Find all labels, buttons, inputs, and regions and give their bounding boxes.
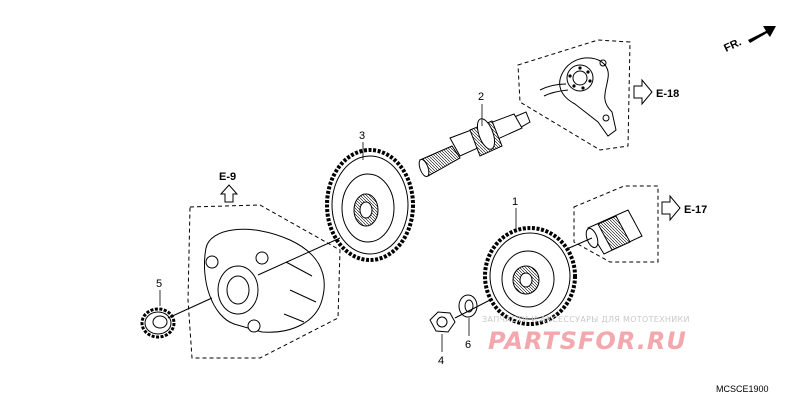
front-marker-label: FR. <box>722 36 743 54</box>
housing-shaft-line <box>257 237 341 276</box>
callout-part-6[interactable]: 6 <box>465 339 471 351</box>
ref-e9-label: E-9 <box>219 171 236 183</box>
watermark: ЗАПЧАСТИ И АКСЕССУАРЫ ДЛЯ МОТОТЕХНИКИ PA… <box>482 315 690 355</box>
cover-wire <box>543 89 569 97</box>
countershaft <box>418 111 531 178</box>
ref-e18[interactable]: E-18 <box>633 78 679 106</box>
callout-part-2[interactable]: 2 <box>478 91 484 103</box>
lock-nut-axis-line <box>167 297 213 319</box>
shaft-dashed-outline <box>573 185 659 263</box>
ref-e17[interactable]: E-17 <box>661 194 707 222</box>
watermark-logo: PARTSFOR.RU <box>488 327 687 355</box>
cover-wire <box>539 83 567 91</box>
housing-stud <box>205 255 219 269</box>
washer <box>458 294 478 318</box>
callout-part-1[interactable]: 1 <box>512 196 518 208</box>
diagram-code: MCSCE1900 <box>716 384 769 394</box>
flange-nut <box>429 299 491 333</box>
callout-part-5[interactable]: 5 <box>156 278 162 290</box>
front-direction-marker: FR. <box>722 26 776 55</box>
output-shaft-spline <box>597 215 631 251</box>
front-arrow-icon <box>748 26 776 43</box>
cover-bolt-hole <box>602 114 610 122</box>
housing-stud <box>255 251 269 265</box>
final-drive-gear <box>483 226 577 326</box>
shaft-collar <box>476 118 496 150</box>
cover-dashed-outline <box>517 39 631 151</box>
flange-nut-bore <box>436 316 448 328</box>
housing-stud <box>247 319 261 333</box>
hollow-arrow-icon <box>633 78 653 106</box>
nut-axis-line <box>454 299 491 319</box>
housing-dashed-outline <box>187 204 341 359</box>
output-shaft-assembly <box>559 185 659 263</box>
hollow-arrow-icon <box>661 194 681 222</box>
lock-nut <box>140 297 213 339</box>
left-housing-assembly <box>187 204 341 359</box>
hollow-up-arrow-icon <box>219 184 239 203</box>
watermark-tagline: ЗАПЧАСТИ И АКСЕССУАРЫ ДЛЯ МОТОТЕХНИКИ <box>482 315 690 324</box>
right-cover-assembly <box>517 39 631 151</box>
gear3-bore <box>359 201 373 219</box>
gear1-bore <box>519 272 533 288</box>
callout-part-4[interactable]: 4 <box>438 355 444 367</box>
housing-bearing-inner <box>226 275 250 305</box>
callout-part-3[interactable]: 3 <box>359 130 365 142</box>
lock-nut-bore <box>152 315 168 329</box>
cover-bearing-inner <box>572 70 588 86</box>
housing-bearing-outer <box>217 265 259 315</box>
ref-e18-label: E-18 <box>656 88 679 100</box>
housing-fin <box>283 261 317 323</box>
cover-bearing-balls <box>568 66 592 90</box>
callout-numbers: 2 3 1 5 4 6 <box>156 91 518 367</box>
ref-e9[interactable]: E-9 <box>219 171 239 203</box>
cover-bolt-hole <box>599 59 607 67</box>
washer-inner <box>464 299 474 313</box>
callouts <box>159 104 517 352</box>
ref-e17-label: E-17 <box>684 204 707 216</box>
shaft-tail-end <box>418 158 430 178</box>
primary-driven-gear <box>325 148 415 262</box>
